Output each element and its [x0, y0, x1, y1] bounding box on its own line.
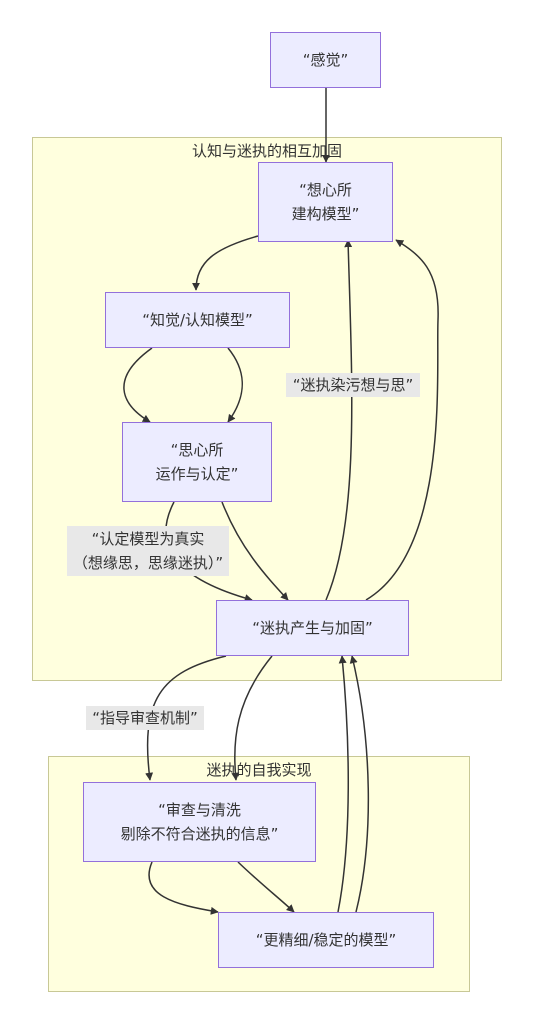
edge-mind-model-to-perception [192, 235, 259, 291]
edge-perception-to-thought-right [227, 347, 243, 423]
node-perception-model: “知觉/认知模型” [105, 292, 290, 348]
node-delusion-arise: “迷执产生与加固” [216, 600, 409, 656]
edge-review-to-refined-right [237, 861, 295, 913]
edge-label-guide-review: “指导审查机制” [86, 706, 204, 730]
node-mind-model: “想心所 建构模型” [258, 162, 393, 242]
node-sensation: “感觉” [270, 32, 381, 88]
edge-delusion-to-mind-model-right [365, 239, 439, 601]
edge-label-recognize-real: “认定模型为真实 （想缘思，思缘迷执）” [67, 526, 229, 576]
cluster-reinforce-title: 认知与迷执的相互加固 [191, 142, 342, 160]
edge-thought-to-delusion-right [221, 501, 289, 601]
edge-perception-to-thought-left [123, 347, 153, 423]
node-thought-operation: “思心所 运作与认定” [122, 422, 272, 502]
edge-label-taint: “迷执染污想与思” [286, 373, 420, 397]
edge-refined-to-delusion-left [337, 655, 350, 913]
edge-review-to-refined-left [148, 861, 219, 915]
edge-delusion-to-review-guide [145, 655, 227, 781]
edge-refined-to-delusion-right [349, 655, 370, 913]
node-review-clean: “审查与清洗 剔除不符合迷执的信息” [83, 782, 316, 862]
edge-delusion-to-review-direct [231, 655, 273, 781]
edge-delusion-to-mind-model-taint [325, 239, 353, 601]
node-refined-model: “更精细/稳定的模型” [218, 912, 434, 968]
